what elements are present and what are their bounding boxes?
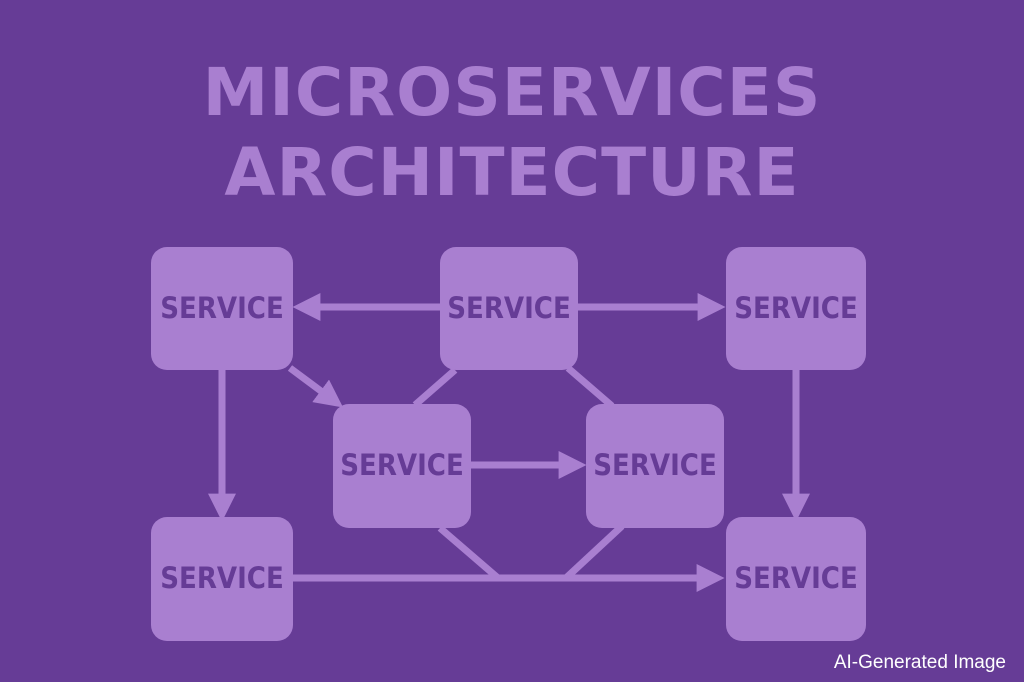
connection-top-center-to-middle-left — [412, 367, 458, 408]
service-label: SERVICE — [593, 448, 717, 482]
service-node-middle-left: SERVICE — [333, 404, 471, 528]
diagram-title-line-2: ARCHITECTURE — [224, 134, 800, 211]
services: SERVICE SERVICE SERVICE SERVICE SERVICE … — [151, 247, 866, 641]
connection-middle-left-to-bottom-left — [437, 525, 501, 581]
connection-top-center-to-middle-right — [565, 365, 615, 409]
service-node-top-right: SERVICE — [726, 247, 866, 370]
connections — [208, 293, 810, 592]
service-label: SERVICE — [734, 561, 858, 595]
service-label: SERVICE — [447, 291, 571, 325]
service-label: SERVICE — [160, 561, 284, 595]
service-node-middle-right: SERVICE — [586, 404, 724, 528]
service-node-top-center: SERVICE — [440, 247, 578, 370]
service-node-bottom-left: SERVICE — [151, 517, 293, 641]
ai-generated-watermark: AI-Generated Image — [833, 652, 1006, 673]
service-label: SERVICE — [734, 291, 858, 325]
service-label: SERVICE — [340, 448, 464, 482]
diagram-title-line-1: MICROSERVICES — [202, 54, 822, 131]
service-node-bottom-right: SERVICE — [726, 517, 866, 641]
connection-middle-right-to-bottom-right — [563, 523, 625, 581]
connection-top-left-to-middle-left — [287, 365, 344, 408]
service-node-top-left: SERVICE — [151, 247, 293, 370]
service-label: SERVICE — [160, 291, 284, 325]
